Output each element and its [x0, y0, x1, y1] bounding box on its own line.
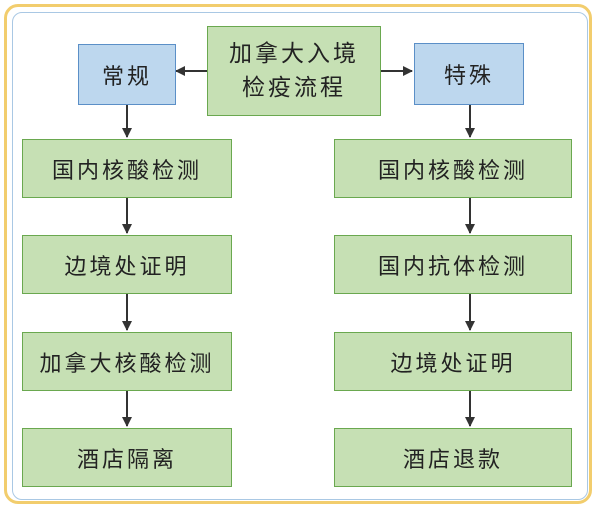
inner-frame: [12, 12, 588, 500]
regular-step-1: 国内核酸检测: [22, 139, 232, 198]
special-step-1: 国内核酸检测: [334, 139, 572, 198]
branch-regular-label: 常规: [78, 44, 176, 105]
flow-title: 加拿大入境 检疫流程: [207, 26, 381, 116]
regular-step-3: 加拿大核酸检测: [22, 332, 232, 391]
regular-step-4: 酒店隔离: [22, 428, 232, 487]
special-step-4: 酒店退款: [334, 428, 572, 487]
regular-step-2: 边境处证明: [22, 235, 232, 294]
branch-special-label: 特殊: [414, 43, 524, 105]
special-step-2: 国内抗体检测: [334, 235, 572, 294]
special-step-3: 边境处证明: [334, 332, 572, 391]
